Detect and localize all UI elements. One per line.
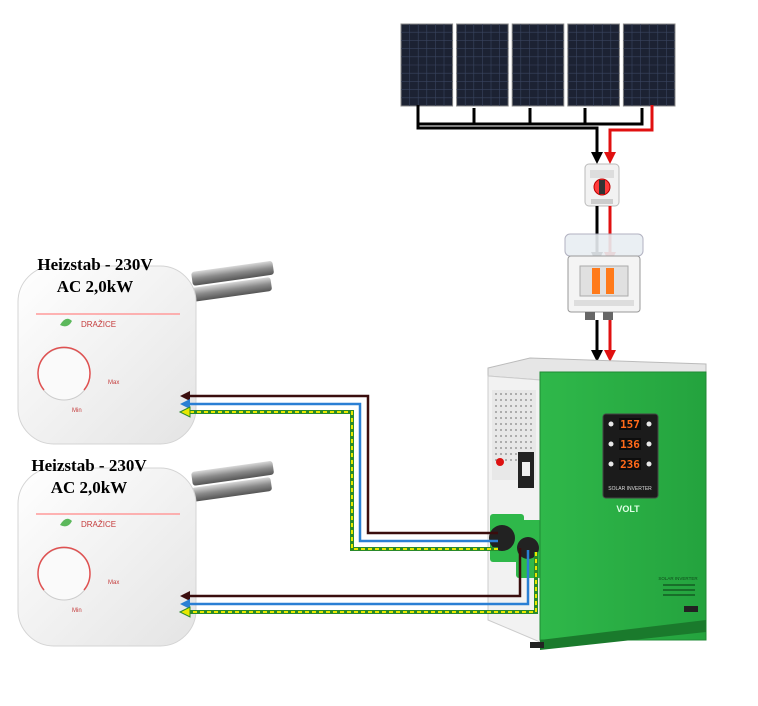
live-wire [190,394,498,535]
indicator-led [608,461,614,467]
positive-wire [608,105,654,155]
display-panel [602,413,659,499]
negative-wire [416,105,644,155]
inverter-brand: VOLT [616,504,640,514]
solar-inverter: 157 136 236 SOLAR INVERTER VOLT SOLAR INVE… [487,357,707,650]
dc-isolator-switch [584,163,620,207]
solar-panel [622,23,676,107]
output-socket-1 [489,514,524,562]
display-window [619,418,641,430]
heater-2-label: Heizstab - 230V AC 2,0kW [4,455,174,499]
heater-2-label-line1: Heizstab - 230V [31,456,147,475]
heater-2: DRAŽICE Max Min [17,461,274,647]
heater-2-min: Min [72,608,82,614]
heating-rod [191,261,274,302]
heater-1-brand: DRAŽICE [81,320,116,329]
side-vents [495,393,532,461]
indicator-led [608,441,614,447]
indicator-led [646,421,652,427]
indicator-led [608,421,614,427]
neutral-wire [190,550,530,606]
side-caption: SOLAR INVERTER [658,576,698,581]
panel-caption: SOLAR INVERTER [608,486,652,492]
solar-panel [456,23,509,107]
fuse-box [564,233,644,320]
heater-2-max: Max [108,580,119,586]
display-window [619,458,641,470]
heater-2-label-line2: AC 2,0kW [50,478,128,497]
indicator-led [646,461,652,467]
arrow-negative [591,152,603,164]
display-readout: 136 [620,438,640,451]
dc-wiring [416,105,654,164]
solar-panel [511,23,565,107]
earth-wire [190,410,498,551]
heater-1-label-line2: AC 2,0kW [56,277,134,296]
solar-panel [400,23,454,107]
heater-2-brand: DRAŽICE [81,520,116,529]
heater-1: DRAŽICE Max Min [17,261,274,445]
live-wire [190,548,522,598]
heater-1-min: Min [72,408,82,414]
arrow-positive [604,152,616,164]
indicator-led [646,441,652,447]
display-readout: 236 [620,458,640,471]
heater-1-label: Heizstab - 230V AC 2,0kW [10,254,180,298]
heating-rod [191,461,274,502]
ac-wiring-heater-1 [178,391,498,551]
heater-1-label-line1: Heizstab - 230V [37,255,153,274]
power-button [496,458,504,466]
display-readout: 157 [620,418,640,431]
ac-wiring-heater-2 [178,548,538,618]
solar-panel-array [400,23,676,107]
solar-panel [567,23,620,107]
neutral-wire [190,402,498,543]
display-window [619,438,641,450]
heater-1-max: Max [108,380,119,386]
